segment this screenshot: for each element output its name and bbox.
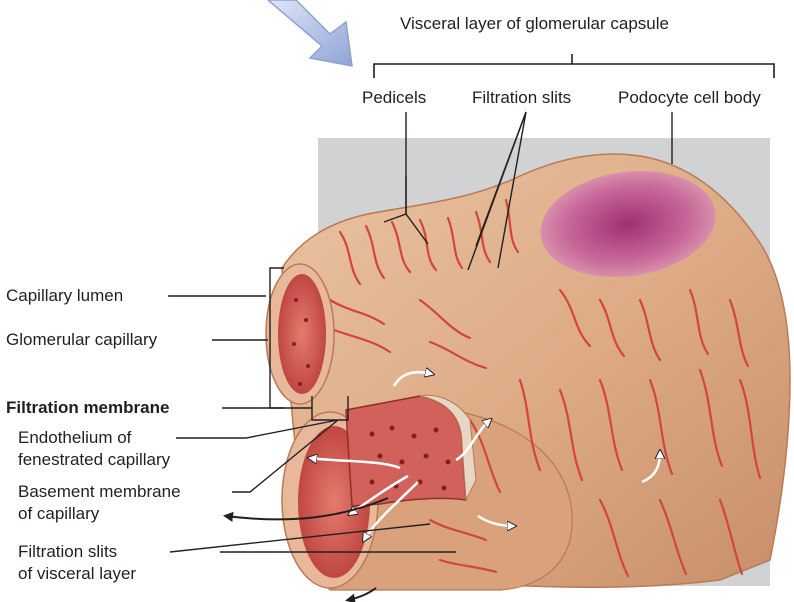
filtration-slits-label: Filtration slits (472, 88, 571, 108)
pointer-arrow (268, 0, 352, 66)
filtration-slits-visceral-label-line1: Filtration slits (18, 542, 117, 562)
glomerular-capillary-label: Glomerular capillary (6, 330, 157, 350)
endothelium-label-line2: fenestrated capillary (18, 450, 170, 470)
endothelium-label-line1: Endothelium of (18, 428, 131, 448)
basement-membrane-label-line1: Basement membrane (18, 482, 181, 502)
visceral-layer-label: Visceral layer of glomerular capsule (400, 14, 669, 34)
capillary-lumen-cross-section (266, 264, 334, 404)
filtration-membrane-label: Filtration membrane (6, 398, 169, 418)
basement-membrane-label-line2: of capillary (18, 504, 99, 524)
podocyte-cell-body-label: Podocyte cell body (618, 88, 761, 108)
pedicels-label: Pedicels (362, 88, 426, 108)
filtration-slits-visceral-label-line2: of visceral layer (18, 564, 136, 584)
capillary-lumen-label: Capillary lumen (6, 286, 123, 306)
visceral-layer-bracket (374, 54, 774, 78)
